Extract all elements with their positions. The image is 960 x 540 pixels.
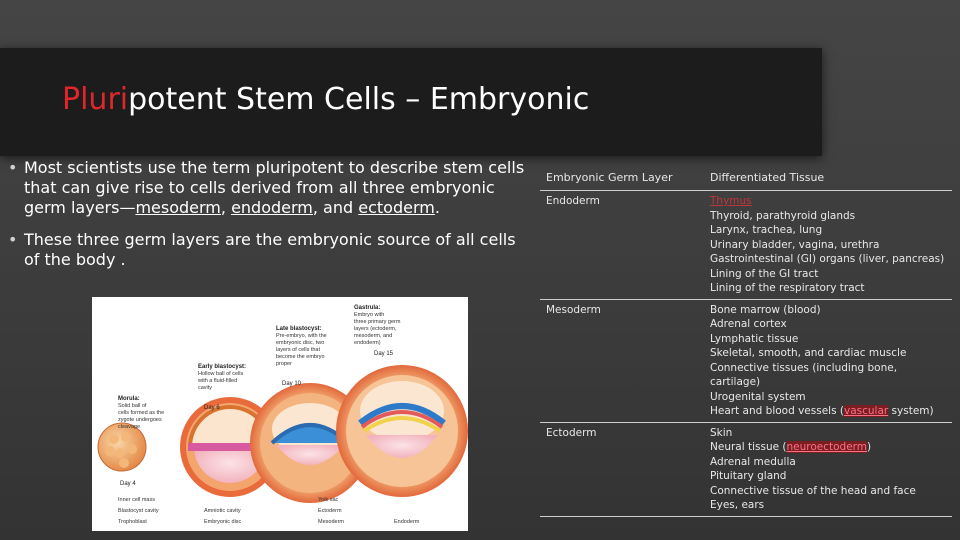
gastrula-line: mesoderm, and bbox=[354, 333, 392, 339]
fig-label: Inner cell mass bbox=[118, 497, 155, 503]
tissue-text: ) bbox=[867, 441, 872, 453]
gastrula-line: three primary germ bbox=[354, 319, 401, 325]
tissue-cell: Skin Neural tissue (neuroectoderm) Adren… bbox=[704, 422, 952, 517]
tissue-line: Pituitary gland bbox=[710, 470, 787, 482]
tissue-text: system) bbox=[888, 405, 934, 417]
table-row: Mesoderm Bone marrow (blood) Adrenal cor… bbox=[540, 299, 952, 423]
late-line: embryonic disc, two bbox=[276, 340, 324, 346]
tissue-line: Lymphatic tissue bbox=[710, 332, 799, 345]
tissue-line: Heart and blood vessels (vascular system… bbox=[710, 404, 946, 419]
morula-line: Solid ball of bbox=[118, 403, 147, 409]
late-line: proper bbox=[276, 361, 292, 367]
bullet-item: • Most scientists use the term pluripote… bbox=[8, 158, 536, 218]
tissue-line: Larynx, trachea, lung bbox=[710, 224, 823, 236]
mesoderm-term: mesoderm bbox=[135, 198, 221, 217]
day6-label: Day 6 bbox=[204, 405, 220, 411]
morula-line: zygote undergoes bbox=[118, 417, 162, 423]
tissue-line: Connective tissues (including bone, cart… bbox=[710, 361, 898, 389]
embryo-development-figure: Morula: Solid ball of cells formed as th… bbox=[92, 297, 468, 531]
late-title: Late blastocyst: bbox=[276, 326, 322, 332]
day4-label: Day 4 bbox=[120, 481, 136, 487]
morula-line: cleavage bbox=[118, 424, 140, 430]
early-line: cavity bbox=[198, 385, 212, 391]
day15-label: Day 15 bbox=[374, 351, 394, 357]
tissue-line: Bone marrow (blood) bbox=[710, 303, 821, 316]
fig-label: Yolk sac bbox=[318, 497, 339, 503]
tissue-line: Skin bbox=[710, 426, 733, 439]
tissue-text: Heart and blood vessels ( bbox=[710, 405, 844, 417]
bullet-dot: • bbox=[8, 230, 18, 249]
bullet-item: • These three germ layers are the embryo… bbox=[8, 230, 536, 270]
fig-label: Mesoderm bbox=[318, 519, 344, 525]
tissue-line: Adrenal medulla bbox=[710, 455, 796, 468]
table-row: Ectoderm Skin Neural tissue (neuroectode… bbox=[540, 422, 952, 517]
tissue-line: Skeletal, smooth, and cardiac muscle bbox=[710, 347, 907, 359]
morula-title: Morula: bbox=[118, 396, 140, 402]
tissue-line: Connective tissue of the head and face bbox=[710, 484, 916, 497]
tissue-line: Neural tissue (neuroectoderm) bbox=[710, 440, 946, 455]
tissue-line: Lining of the GI tract bbox=[710, 267, 819, 280]
layer-cell: Mesoderm bbox=[540, 299, 704, 423]
bullet-list: • Most scientists use the term pluripote… bbox=[8, 158, 536, 282]
gastrula-line: layers (ectoderm, bbox=[354, 326, 397, 332]
tissue-line: Thyroid, parathyroid glands bbox=[710, 209, 856, 222]
slide-title: Pluripotent Stem Cells – Embryonic bbox=[62, 82, 589, 117]
layer-cell: Ectoderm bbox=[540, 422, 704, 517]
morula-drawing bbox=[97, 422, 147, 472]
bullet-text: Most scientists use the term pluripotent… bbox=[24, 158, 525, 217]
gastrula-line: endoderm) bbox=[354, 340, 381, 346]
fig-label: Ectoderm bbox=[318, 508, 342, 514]
tissue-line: Adrenal cortex bbox=[710, 318, 787, 330]
morula-line: cells formed as the bbox=[118, 410, 164, 416]
tissue-line: Lining of the respiratory tract bbox=[710, 282, 865, 294]
early-line: with a fluid-filled bbox=[197, 378, 237, 384]
early-line: Hollow ball of cells bbox=[198, 371, 243, 377]
tissue-line: Urogenital system bbox=[710, 390, 806, 403]
fig-label: Endoderm bbox=[394, 519, 420, 525]
table-row: Endoderm Thymus Thyroid, parathyroid gla… bbox=[540, 190, 952, 300]
column-header: Embryonic Germ Layer bbox=[540, 166, 704, 191]
separator: , bbox=[220, 198, 232, 217]
table-header-row: Embryonic Germ Layer Differentiated Tiss… bbox=[540, 166, 952, 191]
sentence-end: . bbox=[434, 198, 440, 217]
late-line: Pre-embryo, with the bbox=[276, 333, 327, 339]
neuroectoderm-link[interactable]: neuroectoderm bbox=[786, 441, 868, 453]
vascular-link[interactable]: vascular bbox=[843, 405, 889, 417]
fig-label: Blastocyst cavity bbox=[118, 508, 159, 514]
separator: , and bbox=[312, 198, 359, 217]
title-band bbox=[0, 48, 822, 156]
layer-cell: Endoderm bbox=[540, 190, 704, 300]
ectoderm-term: ectoderm bbox=[358, 198, 435, 217]
bullet-text: These three germ layers are the embryoni… bbox=[24, 230, 516, 269]
fig-label: Embryonic disc bbox=[204, 519, 242, 525]
fig-label: Amniotic cavity bbox=[204, 508, 241, 514]
thymus-link[interactable]: Thymus bbox=[710, 195, 752, 207]
endoderm-term: endoderm bbox=[231, 198, 313, 217]
germ-layer-table: Embryonic Germ Layer Differentiated Tiss… bbox=[540, 166, 952, 517]
early-title: Early blastocyst: bbox=[198, 364, 246, 370]
gastrula-drawing bbox=[336, 365, 468, 497]
tissue-line: Urinary bladder, vagina, urethra bbox=[710, 238, 880, 251]
tissue-text: Neural tissue ( bbox=[710, 441, 787, 453]
title-rest: potent Stem Cells – Embryonic bbox=[128, 82, 590, 117]
title-highlight: Pluri bbox=[62, 82, 129, 117]
gastrula-title: Gastrula: bbox=[354, 305, 380, 311]
tissue-cell: Bone marrow (blood) Adrenal cortex Lymph… bbox=[704, 299, 952, 423]
tissue-line: Eyes, ears bbox=[710, 499, 765, 511]
column-header: Differentiated Tissue bbox=[704, 166, 952, 191]
tissue-line: Gastrointestinal (GI) organs (liver, pan… bbox=[710, 253, 945, 265]
tissue-cell: Thymus Thyroid, parathyroid glands Laryn… bbox=[704, 190, 952, 300]
bullet-dot: • bbox=[8, 158, 18, 177]
day10-label: Day 10 bbox=[282, 381, 302, 387]
gastrula-line: Embryo with bbox=[354, 312, 384, 318]
fig-label: Trophoblast bbox=[118, 519, 147, 525]
late-line: become the embryo bbox=[276, 354, 325, 360]
late-line: layers of cells that bbox=[276, 347, 320, 353]
